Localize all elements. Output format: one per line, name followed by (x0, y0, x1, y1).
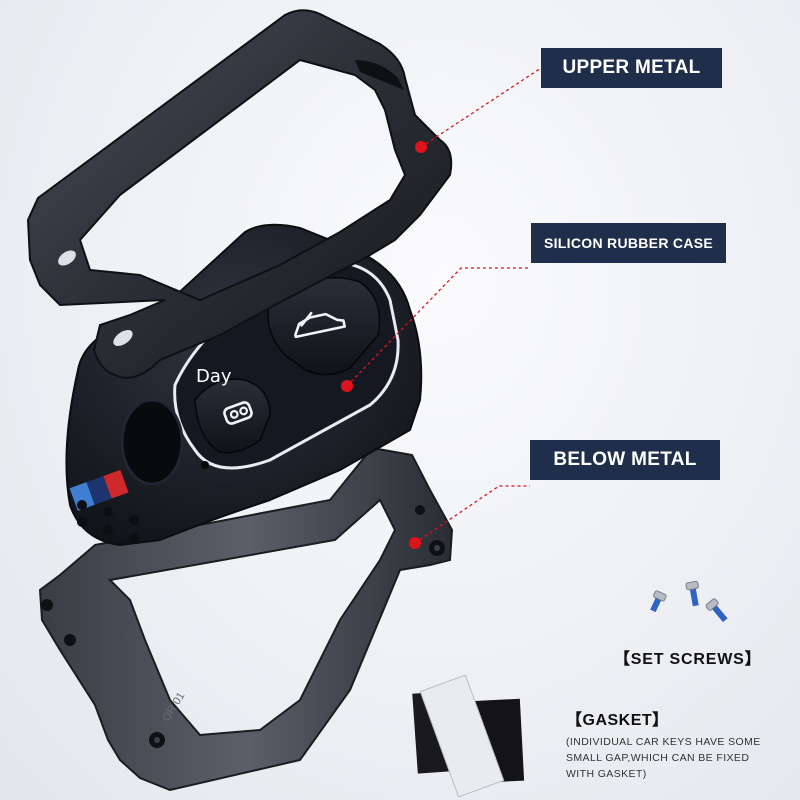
tricolor-stripes (69, 469, 129, 511)
gasket-image (412, 674, 525, 798)
silicon-rubber-case-label: SILICON RUBBER CASE (531, 223, 726, 263)
lanyard-hole (58, 250, 76, 266)
leader-dots (341, 141, 427, 549)
lanyard-loop (77, 500, 139, 543)
lanyard-hole (113, 330, 133, 346)
engraved-brand-text: Day (196, 366, 232, 387)
trunk-icon (294, 311, 346, 339)
trunk-button (267, 276, 381, 376)
upper-metal-label: UPPER METAL (541, 48, 722, 88)
lock-icon (223, 401, 253, 425)
silicon-rubber-case (65, 223, 423, 547)
upper-metal-frame (26, 9, 453, 379)
key-slot (120, 398, 184, 486)
leader-lines (346, 67, 542, 544)
gasket-description: (INDIVIDUAL CAR KEYS HAVE SOME SMALL GAP… (566, 736, 761, 780)
gasket-label: 【GASKET】 (566, 712, 669, 729)
below-metal-label: BELOW METAL (530, 440, 720, 480)
set-screws-image (650, 580, 728, 623)
set-screws-label: 【SET SCREWS】 (614, 651, 762, 668)
